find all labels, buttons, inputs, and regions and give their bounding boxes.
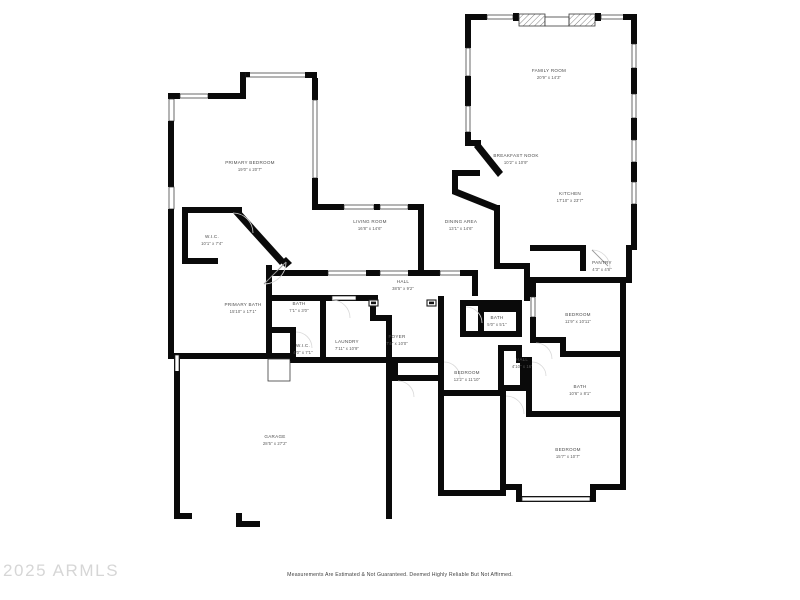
room-label-foyer: FOYER 7'4" x 10'0" [386, 334, 408, 346]
room-label-bedroom-ne: BEDROOM 11'9" x 10'11" [565, 312, 591, 324]
room-dimensions: 4'3" x 4'8" [592, 267, 612, 272]
room-dimensions: 28'5" x 27'2" [263, 441, 288, 446]
room-dimensions: 10'6" x 8'1" [569, 391, 591, 396]
room-label-primary-bath: PRIMARY BATH 15'10" x 17'1" [225, 302, 262, 314]
room-label-wic-primary: W.I.C. 10'1" x 7'4" [201, 234, 223, 246]
room-dimensions: 38'5" x 9'2" [392, 286, 414, 291]
room-label-hall-secondary: HALL 4'10" x 16' [512, 357, 532, 369]
room-name: BATH [293, 301, 306, 306]
room-name: FAMILY ROOM [532, 68, 566, 73]
room-dimensions: 4'0" x 7'1" [293, 350, 313, 355]
wall-layer [168, 13, 637, 527]
door-layer [232, 212, 611, 415]
room-dimensions: 5'0" x 5'1" [487, 322, 507, 327]
room-dimensions: 15'7" x 10'7" [556, 454, 581, 459]
room-name: GARAGE [264, 434, 285, 439]
room-dimensions: 7'11" x 10'9" [335, 346, 359, 351]
room-label-bath-center: BATH 5'0" x 5'1" [487, 315, 507, 327]
room-label-wic-laundry: W.I.C. 4'0" x 7'1" [293, 343, 313, 355]
room-name: BEDROOM [565, 312, 591, 317]
room-dimensions: 7'1" x 3'0" [289, 308, 309, 313]
fixture-layer [368, 299, 437, 307]
room-label-bedroom-sw: BEDROOM 12'2" x 11'10" [454, 370, 481, 382]
room-label-bedroom-s: BEDROOM 15'7" x 10'7" [555, 447, 581, 459]
room-name: LIVING ROOM [353, 219, 386, 224]
armls-watermark: 2025 ARMLS [3, 561, 120, 580]
room-name: HALL [397, 279, 410, 284]
room-label-dining-area: DINING AREA 13'1" x 14'6" [445, 219, 478, 231]
room-label-primary-bedroom: PRIMARY BEDROOM 19'0" x 20'7" [225, 160, 275, 172]
room-label-kitchen: KITCHEN 17'10" x 23'7" [557, 191, 584, 203]
room-dimensions: 17'10" x 23'7" [557, 198, 584, 203]
room-label-family-room: FAMILY ROOM 20'9" x 14'3" [532, 68, 566, 80]
room-dimensions: 20'9" x 14'3" [537, 75, 562, 80]
room-name: DINING AREA [445, 219, 478, 224]
room-name: FOYER [388, 334, 406, 339]
room-dimensions: 13'1" x 14'6" [449, 226, 474, 231]
room-name: BATH [574, 384, 587, 389]
room-label-layer: PRIMARY BEDROOM 19'0" x 20'7" W.I.C. 10'1" … [201, 68, 612, 459]
room-name: HALL [516, 357, 529, 362]
room-dimensions: 7'4" x 10'0" [386, 341, 408, 346]
room-name: PRIMARY BATH [225, 302, 262, 307]
room-dimensions: 10'2" x 10'9" [504, 160, 529, 165]
room-dimensions: 15'10" x 17'1" [230, 309, 257, 314]
room-name: BATH [491, 315, 504, 320]
room-name: LAUNDRY [335, 339, 359, 344]
room-name: BREAKFAST NOOK [493, 153, 539, 158]
room-label-living-room: LIVING ROOM 16'8" x 14'6" [353, 219, 386, 231]
room-name: W.I.C. [296, 343, 310, 348]
disclaimer-text: Measurements Are Estimated & Not Guarant… [287, 572, 513, 578]
room-name: BEDROOM [555, 447, 581, 452]
room-label-pantry: PANTRY 4'3" x 4'8" [592, 260, 612, 272]
room-dimensions: 10'1" x 7'4" [201, 241, 223, 246]
room-label-hall-main: HALL 38'5" x 9'2" [392, 279, 414, 291]
room-dimensions: 12'2" x 11'10" [454, 377, 481, 382]
room-label-laundry: LAUNDRY 7'11" x 10'9" [335, 339, 359, 351]
room-label-bath-se: BATH 10'6" x 8'1" [569, 384, 591, 396]
room-name: BEDROOM [454, 370, 480, 375]
room-label-garage: GARAGE 28'5" x 27'2" [263, 434, 288, 446]
room-label-breakfast-nook: BREAKFAST NOOK 10'2" x 10'9" [493, 153, 539, 165]
room-name: PANTRY [592, 260, 612, 265]
room-dimensions: 11'9" x 10'11" [565, 319, 591, 324]
room-label-bath-hall: BATH 7'1" x 3'0" [289, 301, 309, 313]
room-dimensions: 19'0" x 20'7" [238, 167, 263, 172]
room-dimensions: 16'8" x 14'6" [358, 226, 383, 231]
room-name: PRIMARY BEDROOM [225, 160, 275, 165]
room-dimensions: 4'10" x 16' [512, 364, 532, 369]
room-name: KITCHEN [559, 191, 581, 196]
room-name: W.I.C. [205, 234, 219, 239]
